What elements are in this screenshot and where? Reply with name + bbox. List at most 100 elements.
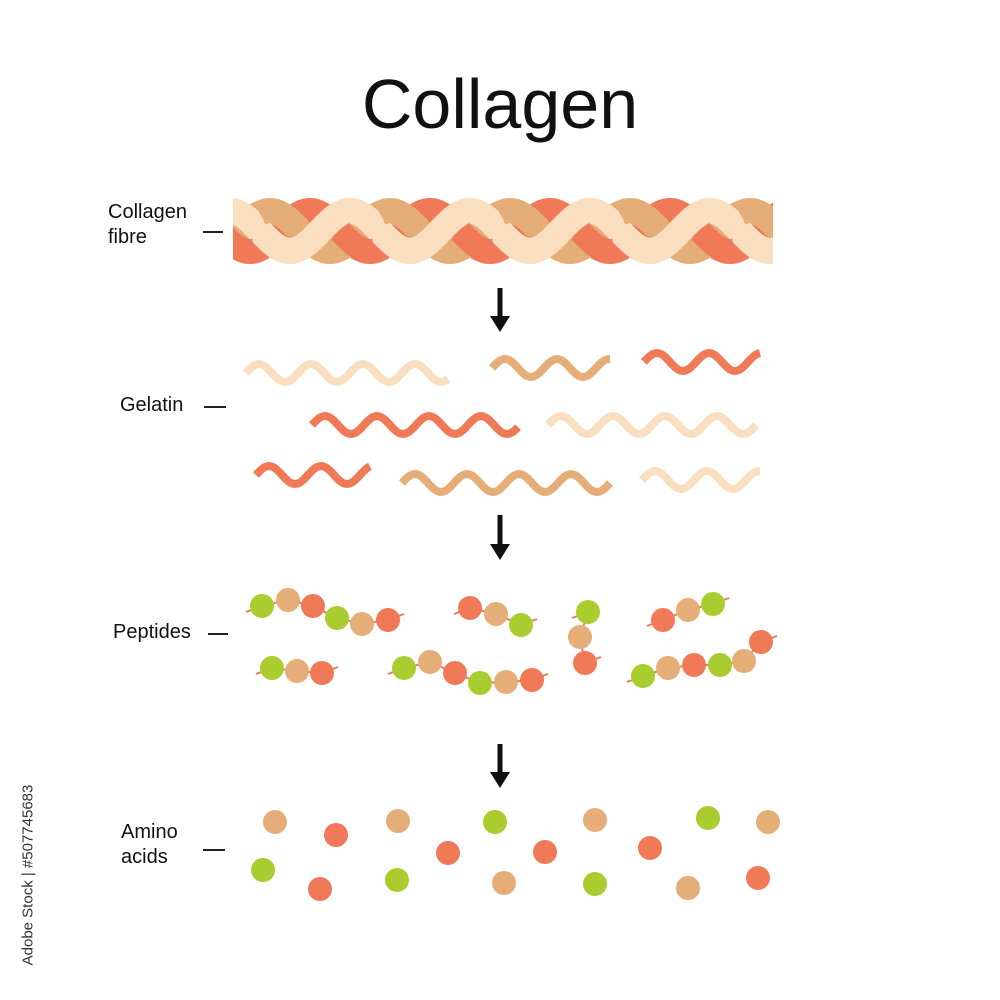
wavy-chain-icon — [399, 470, 613, 496]
stock-watermark-id: Adobe Stock | #507745683 — [8, 760, 48, 990]
amino-acid-bead-icon — [568, 625, 592, 649]
label-leader-amino — [203, 849, 225, 851]
collagen-fibre — [233, 197, 854, 265]
amino-acid-bead-icon — [285, 659, 309, 683]
down-arrow-head — [490, 544, 510, 560]
amino-acid-bead-icon — [533, 840, 557, 864]
amino-acid-bead-icon — [385, 868, 409, 892]
amino-acid-bead-icon — [573, 651, 597, 675]
label-leader-fibre — [203, 231, 223, 233]
amino-acid-bead-icon — [483, 810, 507, 834]
fibre-strand-1-front — [331, 222, 376, 264]
amino-acid-bead-icon — [708, 653, 732, 677]
amino-acid-bead-icon — [631, 664, 655, 688]
amino-acid-bead-icon — [301, 594, 325, 618]
amino-acid-bead-icon — [583, 872, 607, 896]
amino-acid-bead-icon — [676, 876, 700, 900]
amino-acid-bead-icon — [696, 806, 720, 830]
label-collagen-fibre: Collagen fibre — [108, 200, 187, 250]
amino-acid-bead-icon — [492, 871, 516, 895]
stock-id-text: Adobe Stock | #507745683 — [19, 784, 37, 966]
peptide-chain — [387, 650, 549, 695]
gelatin-strands — [243, 349, 761, 496]
amino-acid-bead-icon — [468, 671, 492, 695]
fibre-strand-1-front — [571, 222, 616, 264]
amino-acid-bead-icon — [325, 606, 349, 630]
down-arrow-icon — [490, 288, 510, 332]
peptide-chains — [245, 588, 778, 695]
label-collagen-fibre-line2: fibre — [108, 226, 147, 248]
amino-acid-bead-icon — [263, 810, 287, 834]
down-arrow-head — [490, 316, 510, 332]
peptide-chain — [255, 656, 339, 685]
fibre-strand-1-front — [451, 222, 496, 264]
wavy-chain-icon — [545, 412, 759, 438]
wavy-chain-icon — [639, 467, 760, 493]
amino-acid-bead-icon — [746, 866, 770, 890]
label-leader-peptides — [208, 633, 228, 635]
label-peptides: Peptides — [113, 621, 191, 643]
amino-acid-bead-icon — [701, 592, 725, 616]
peptide-chain — [568, 600, 602, 675]
fibre-strand-3-front — [534, 208, 582, 259]
amino-acid-bead-icon — [656, 656, 680, 680]
amino-acid-bead-icon — [436, 841, 460, 865]
amino-acid-bead-icon — [583, 808, 607, 832]
label-collagen-fibre-line1: Collagen — [108, 201, 187, 223]
amino-acid-bead-icon — [676, 598, 700, 622]
wavy-chain-icon — [253, 462, 372, 488]
fibre-strand-2-front — [734, 198, 773, 234]
down-arrow-icon — [490, 515, 510, 560]
fibre-strand-2-front — [614, 198, 663, 234]
peptide-chain — [646, 592, 730, 632]
peptide-chain — [453, 596, 538, 637]
amino-acid-bead-icon — [682, 653, 706, 677]
wavy-chain-icon — [309, 412, 521, 438]
label-amino-acids-line2: acids — [121, 846, 168, 868]
peptide-chain — [245, 588, 405, 636]
amino-acid-bead-icon — [350, 612, 374, 636]
down-arrow-icon — [490, 744, 510, 788]
label-amino-acids-line1: Amino — [121, 821, 178, 843]
amino-acid-bead-icon — [376, 608, 400, 632]
fibre-strand-2-front — [374, 198, 423, 234]
amino-acid-bead-icon — [484, 602, 508, 626]
fibre-strand-3-front — [294, 208, 342, 259]
wavy-chain-icon — [243, 360, 451, 386]
amino-acid-bead-icon — [324, 823, 348, 847]
amino-acid-bead-icon — [458, 596, 482, 620]
amino-acid-bead-icon — [509, 613, 533, 637]
fibre-strand-2-front — [254, 198, 303, 234]
amino-acid-bead-icon — [651, 608, 675, 632]
amino-acid-bead-icon — [638, 836, 662, 860]
label-amino-acids: Amino acids — [121, 820, 178, 870]
fibre-strand-3-front — [780, 218, 814, 249]
amino-acid-bead-icon — [276, 588, 300, 612]
fibre-strand-2-front — [494, 198, 543, 234]
amino-acid-bead-icon — [251, 858, 275, 882]
amino-acid-bead-icon — [418, 650, 442, 674]
amino-acid-bead-icon — [749, 630, 773, 654]
amino-acid-bead-icon — [386, 809, 410, 833]
amino-acid-bead-icon — [392, 656, 416, 680]
fibre-strand-1-front — [820, 231, 854, 251]
amino-acid-bead-icon — [250, 594, 274, 618]
fibre-strand-1-front — [233, 227, 256, 264]
amino-acid-bead-icon — [520, 668, 544, 692]
amino-acid-bead-icon — [310, 661, 334, 685]
wavy-chain-icon — [489, 355, 610, 381]
label-leader-gelatin — [204, 406, 226, 408]
amino-acid-bead-icon — [494, 670, 518, 694]
diagram-title: Collagen — [361, 65, 639, 143]
amino-acid-bead-icon — [260, 656, 284, 680]
amino-acid-bead-icon — [443, 661, 467, 685]
fibre-strand-3-front — [654, 208, 702, 259]
fibre-strand-3-front — [414, 208, 462, 259]
down-arrow-head — [490, 772, 510, 788]
amino-acid-bead-icon — [732, 649, 756, 673]
amino-acid-bead-icon — [308, 877, 332, 901]
process-arrows — [490, 288, 510, 788]
label-gelatin: Gelatin — [120, 394, 184, 416]
